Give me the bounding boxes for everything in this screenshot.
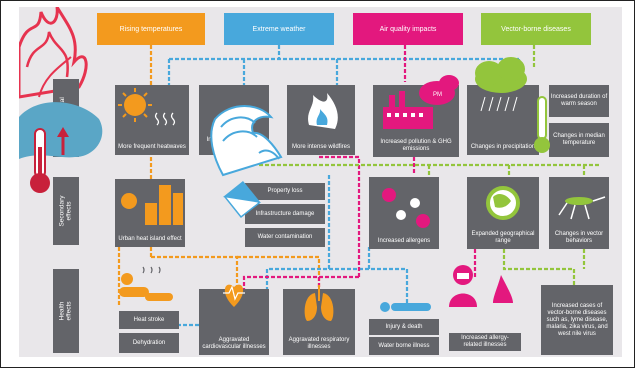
- illustration-layer: PM: [19, 57, 606, 321]
- box-infrastructure: Infrastructure damage: [245, 204, 325, 224]
- globe-thermometer-icon: [19, 102, 103, 193]
- header-label: Vector-borne diseases: [501, 25, 571, 33]
- nose-icon: [493, 275, 513, 303]
- box-label: Water borne illness: [378, 342, 430, 349]
- header-rising-temperatures: Rising temperatures: [97, 13, 205, 45]
- box-warm-season: Increased duration of warm season: [549, 85, 609, 117]
- box-dehydration: Dehydration: [119, 333, 179, 353]
- box-label: Injury & death: [385, 323, 423, 330]
- box-vector-behavior: Changes in vector behaviors: [549, 177, 609, 249]
- row-label-health: Health effects: [53, 269, 79, 353]
- header-label: Extreme weather: [252, 25, 306, 33]
- mosquito-icon: [558, 196, 606, 220]
- fire-icon: [308, 93, 338, 129]
- infographic-canvas: Rising temperatures Extreme weather Air …: [19, 7, 622, 357]
- person-mask-icon: [449, 265, 477, 307]
- header-extreme-weather: Extreme weather: [224, 13, 334, 45]
- box-label: Increased cases of vector-borne diseases…: [546, 302, 608, 337]
- factory-icon: [383, 75, 459, 129]
- box-vector-cases: Increased cases of vector-borne diseases…: [541, 285, 613, 355]
- heat-squiggle-icon: [154, 112, 176, 126]
- injured-person-icon: [380, 302, 431, 312]
- box-label: Increased allergy-related illnesses: [449, 333, 521, 351]
- box-label: Increased duration of warm season: [550, 94, 608, 107]
- box-waterborne: Water borne illness: [369, 337, 439, 355]
- header-vector-borne: Vector-borne diseases: [481, 13, 591, 45]
- box-label: Heat stroke: [133, 316, 165, 323]
- box-precipitation: Changes in precipitation: [467, 85, 539, 155]
- connector-lines: [117, 45, 599, 327]
- box-heat-stroke: Heat stroke: [119, 311, 179, 329]
- box-label: Property loss: [267, 188, 303, 194]
- wave-icon: [210, 105, 283, 177]
- header-label: Air quality impacts: [379, 25, 437, 33]
- box-label: Changes in precipitation: [470, 144, 536, 150]
- pm-label: PM: [433, 92, 442, 98]
- box-label: Urban heat island effect: [118, 236, 182, 242]
- box-label: More intense wildfires: [291, 144, 351, 150]
- heart-icon: [223, 284, 245, 307]
- box-label: Dehydration: [132, 339, 166, 346]
- row-label-secondary: Secondary effects: [53, 177, 79, 245]
- box-label: Aggravated respiratory illnesses: [288, 337, 350, 350]
- box-injury-death: Injury & death: [369, 319, 439, 335]
- allergen-particles-icon: [382, 188, 430, 228]
- rain-cloud-icon: [475, 57, 527, 112]
- lungs-icon: [304, 285, 334, 321]
- box-label: Increased allergens: [377, 238, 431, 244]
- box-allergy-illness: Increased allergy-related illnesses: [449, 289, 521, 355]
- box-label: Aggravated cardiovascular illnesses: [202, 337, 266, 350]
- person-lying-icon: [119, 266, 173, 301]
- flame-decoration-icon: [19, 7, 88, 99]
- box-label: Infrastructure damage: [255, 210, 315, 217]
- box-label: Water contamination: [257, 234, 313, 240]
- box-label: Increased pollution & GHG emissions: [380, 139, 452, 152]
- box-label: Changes in vector behaviors: [554, 231, 604, 244]
- box-label: More frequent heatwaves: [118, 144, 186, 150]
- box-water-contamination: Water contamination: [245, 228, 325, 247]
- sun-icon: [118, 88, 152, 122]
- globe-icon: [486, 186, 520, 220]
- box-median-temperature: Changes in median temperature: [549, 123, 609, 157]
- box-label: Expanded geographical range: [471, 231, 535, 244]
- city-buildings-icon: [121, 185, 183, 225]
- box-wildfires: More intense wildfires: [287, 85, 355, 155]
- box-heatwaves: More frequent heatwaves: [115, 85, 189, 155]
- box-property-loss: Property loss: [245, 183, 325, 200]
- header-air-quality: Air quality impacts: [353, 13, 463, 45]
- house-icon: [223, 181, 261, 219]
- box-label: Changes in median temperature: [553, 133, 605, 146]
- thermometer-icon: [534, 96, 550, 153]
- header-label: Rising temperatures: [119, 25, 183, 33]
